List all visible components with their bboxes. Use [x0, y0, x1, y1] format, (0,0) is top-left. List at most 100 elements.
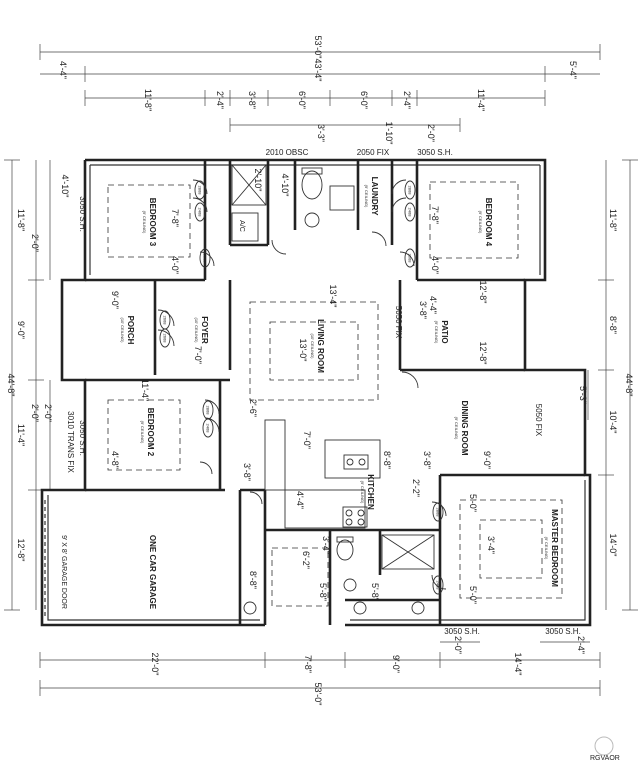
ceiling-outlines: [107, 181, 563, 607]
svg-text:8'-8": 8'-8": [382, 451, 392, 469]
svg-text:3'-4": 3'-4": [321, 536, 331, 554]
svg-text:2'-0": 2'-0": [30, 404, 40, 422]
svg-text:2468: 2468: [408, 208, 413, 218]
svg-text:5'-4": 5'-4": [568, 61, 578, 79]
dim-bath-d: 5'-8": [370, 583, 380, 601]
svg-text:2868: 2868: [408, 186, 413, 196]
dim-left-3: 12'-8": [16, 539, 26, 562]
svg-text:6'-0": 6'-0": [359, 91, 369, 109]
door-tag-7: 2868: [202, 400, 214, 420]
svg-text:5050 FIX: 5050 FIX: [534, 404, 543, 437]
door-tag-3: 2868: [404, 180, 416, 200]
top-dimensions: [39, 44, 601, 132]
window-3050-sh-top: 3050 S.H.: [417, 148, 453, 157]
dim-patio-b: 12'-8": [478, 281, 488, 304]
svg-text:7'-0": 7'-0": [302, 431, 312, 449]
dim-right-total: 44'-8": [624, 374, 634, 397]
dim-master-c: 5'-0": [468, 586, 478, 604]
window-3050-sh-left: 3050 S.H.: [78, 196, 87, 232]
svg-text:6'-0": 6'-0": [297, 91, 307, 109]
svg-text:(10' CEILING): (10' CEILING): [194, 318, 199, 344]
svg-text:(9' CEILING): (9' CEILING): [454, 417, 459, 440]
dim-left-1: 9'-0": [16, 321, 26, 339]
svg-text:3'-3": 3'-3": [316, 124, 326, 142]
window-2010-obsc: 2010 OBSC: [266, 148, 309, 157]
master-bedroom-label: MASTER BEDROOM (9' CEILING): [544, 509, 559, 587]
svg-text:2'-0": 2'-0": [43, 404, 53, 422]
svg-text:3050 S.H.: 3050 S.H.: [78, 196, 87, 232]
svg-text:2868: 2868: [436, 508, 441, 518]
door-tag-5: 2668: [159, 310, 171, 330]
svg-text:4'-4": 4'-4": [58, 61, 68, 79]
svg-text:3050 S.H.: 3050 S.H.: [78, 420, 87, 456]
svg-text:2'-0": 2'-0": [30, 234, 40, 252]
door-tag-4: 2468: [404, 202, 416, 222]
dim-dining-a: 9'-0": [482, 451, 492, 469]
bottom-dimensions: [39, 641, 601, 696]
dim-master-a: 3'-4": [486, 536, 496, 554]
dim-bath-f: 3'-8": [242, 463, 252, 481]
window-3050-sh-left2: 3050 S.H.: [78, 420, 87, 456]
door-tag-6: 2668: [159, 328, 171, 348]
living-room-label: LIVING ROOM (10' CEILING): [310, 319, 325, 373]
svg-text:43'-4": 43'-4": [313, 59, 323, 82]
dim-kitchen-b: 2'-2": [411, 479, 421, 497]
ac-label: A/C: [238, 220, 245, 232]
svg-text:2'-4": 2'-4": [215, 91, 225, 109]
door-tag-9: 2068: [199, 248, 211, 268]
dim-bottom-total: 53'-0": [313, 683, 323, 706]
dim-hall-b: 2'-6": [248, 399, 258, 417]
svg-text:22'-0": 22'-0": [150, 653, 160, 676]
svg-text:4'-10": 4'-10": [280, 174, 290, 197]
dim-bedroom4-b: 4'-0": [430, 256, 440, 274]
window-3050-sh-bottom2: 3050 S.H.: [545, 627, 581, 636]
svg-text:RGVAOR: RGVAOR: [590, 755, 620, 762]
svg-text:3'-8": 3'-8": [422, 451, 432, 469]
dim-living-b: 13'-4": [328, 285, 338, 308]
dim-foyer-a: 7'-0": [193, 346, 203, 364]
dim-right-2: 10'-4": [608, 411, 618, 434]
dim-right-small: 5'-3": [578, 386, 588, 404]
dim-patio-c: 12'-8": [478, 342, 488, 365]
dim-left-small-c: 2'-0": [30, 404, 40, 422]
dim-porch-a: 9'-0": [110, 291, 120, 309]
dim-bottom-small-b: 2'-4": [576, 636, 586, 654]
dim-bedroom4-a: 7'-8": [430, 206, 440, 224]
svg-text:13'-4": 13'-4": [328, 285, 338, 308]
svg-text:(9' CEILING): (9' CEILING): [142, 211, 147, 234]
bedroom4-label: BEDROOM 4 (9' CEILING): [478, 198, 493, 247]
garage-label: ONE CAR GARAGE: [148, 535, 157, 610]
dim-left-total: 44'-8": [6, 374, 16, 397]
dim-top-sub-right: 5'-4": [568, 61, 578, 79]
svg-text:2668: 2668: [163, 334, 168, 344]
dim-bottom-2: 9'-0": [391, 655, 401, 673]
svg-text:3'-8": 3'-8": [418, 301, 428, 319]
svg-text:2'-10": 2'-10": [253, 169, 263, 192]
dim-top-row2-0: 11'-8": [143, 89, 153, 111]
dim-laundry-a: 4'-10": [280, 174, 290, 197]
svg-text:8'-8": 8'-8": [248, 571, 258, 589]
svg-text:12'-8": 12'-8": [478, 342, 488, 365]
svg-text:2068: 2068: [408, 254, 413, 264]
svg-text:9'-0": 9'-0": [16, 321, 26, 339]
dim-top-row2-3: 6'-0": [297, 91, 307, 109]
svg-text:4'-8": 4'-8": [110, 451, 120, 469]
dim-right-0: 11'-8": [608, 209, 618, 231]
porch-label: PORCH (10' CEILING): [120, 316, 135, 345]
door-tag-1: 2868: [194, 180, 206, 200]
svg-text:2'-0": 2'-0": [453, 636, 463, 654]
svg-text:A/C: A/C: [238, 220, 245, 232]
svg-text:BEDROOM 4: BEDROOM 4: [484, 198, 493, 247]
dim-top-row3-a: 3'-3": [316, 124, 326, 142]
bedroom2-label: BEDROOM 2 (9' CEILING): [140, 408, 155, 457]
door-tag-12: 2468: [432, 575, 444, 595]
dim-top-sub-mid: 43'-4": [313, 59, 323, 82]
dim-bottom-0: 22'-0": [150, 653, 160, 676]
svg-text:PATIO: PATIO: [440, 320, 449, 343]
svg-text:2'-2": 2'-2": [411, 479, 421, 497]
interior-walls: [85, 160, 585, 625]
svg-text:2010 OBSC: 2010 OBSC: [266, 148, 309, 157]
svg-text:2050 FIX: 2050 FIX: [357, 148, 390, 157]
svg-text:3050 S.H.: 3050 S.H.: [545, 627, 581, 636]
svg-text:(9' CEILING): (9' CEILING): [478, 211, 483, 234]
